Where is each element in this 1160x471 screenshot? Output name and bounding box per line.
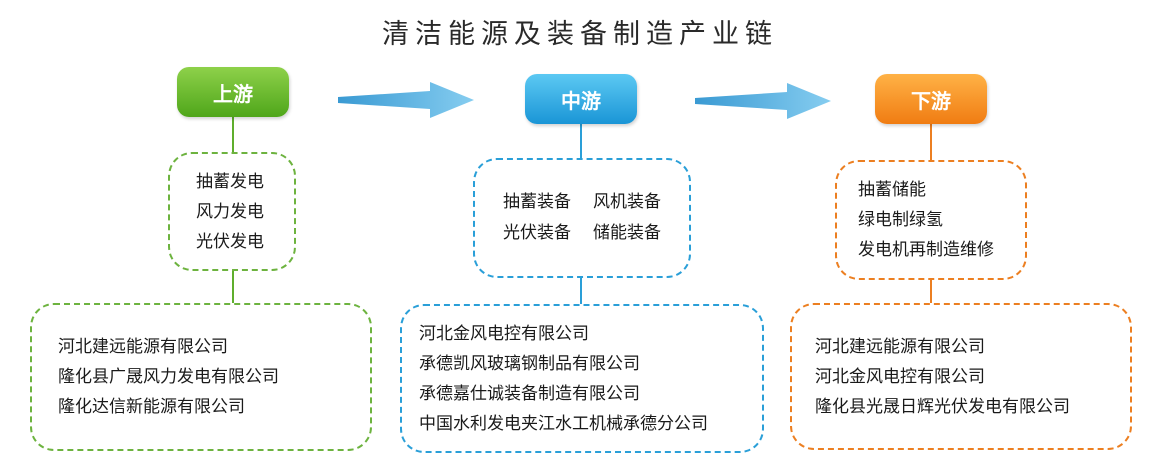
midstream-category: 风机装备 — [593, 192, 661, 212]
downstream-stage-button[interactable]: 下游 — [875, 74, 987, 124]
upstream-companies-box: 河北建远能源有限公司 隆化县广晟风力发电有限公司 隆化达信新能源有限公司 — [30, 303, 372, 451]
midstream-connector-bottom — [580, 278, 582, 304]
downstream-categories-box: 抽蓄储能 绿电制绿氢 发电机再制造维修 — [835, 160, 1027, 280]
upstream-categories-box: 抽蓄发电 风力发电 光伏发电 — [168, 152, 296, 271]
upstream-category: 光伏发电 — [196, 231, 264, 252]
downstream-category: 发电机再制造维修 — [858, 240, 994, 260]
downstream-category: 抽蓄储能 — [858, 180, 926, 200]
upstream-connector-top — [232, 117, 234, 152]
upstream-category: 抽蓄发电 — [196, 171, 264, 192]
midstream-companies-box: 河北金风电控有限公司 承德凯风玻璃钢制品有限公司 承德嘉仕诚装备制造有限公司 中… — [400, 304, 764, 453]
diagram-title: 清洁能源及装备制造产业链 — [382, 19, 778, 50]
midstream-connector-top — [580, 124, 582, 158]
midstream-category: 抽蓄装备 — [503, 192, 571, 212]
midstream-company: 承德嘉仕诚装备制造有限公司 — [419, 383, 640, 404]
midstream-category: 光伏装备 — [503, 223, 571, 243]
midstream-company: 河北金风电控有限公司 — [419, 323, 589, 344]
upstream-company: 隆化县广晟风力发电有限公司 — [58, 367, 279, 387]
midstream-company: 承德凯风玻璃钢制品有限公司 — [419, 353, 640, 374]
downstream-category: 绿电制绿氢 — [858, 210, 943, 230]
arrow-upstream-to-midstream — [338, 82, 474, 118]
upstream-connector-bottom — [232, 271, 234, 303]
midstream-category: 储能装备 — [593, 223, 661, 243]
downstream-company: 河北建远能源有限公司 — [815, 336, 985, 357]
midstream-stage-button[interactable]: 中游 — [525, 74, 637, 124]
upstream-category: 风力发电 — [196, 201, 264, 222]
downstream-companies-box: 河北建远能源有限公司 河北金风电控有限公司 隆化县光晟日辉光伏发电有限公司 — [790, 303, 1132, 450]
downstream-connector-bottom — [930, 280, 932, 303]
midstream-categories-box: 抽蓄装备 风机装备 光伏装备 储能装备 — [473, 158, 691, 278]
arrow-midstream-to-downstream — [695, 83, 831, 119]
midstream-company: 中国水利发电夹江水工机械承德分公司 — [419, 413, 708, 434]
downstream-company: 河北金风电控有限公司 — [815, 366, 985, 387]
upstream-company: 隆化达信新能源有限公司 — [58, 397, 245, 417]
upstream-company: 河北建远能源有限公司 — [58, 337, 228, 357]
downstream-company: 隆化县光晟日辉光伏发电有限公司 — [815, 396, 1070, 417]
downstream-connector-top — [930, 124, 932, 160]
upstream-stage-button[interactable]: 上游 — [177, 67, 289, 117]
